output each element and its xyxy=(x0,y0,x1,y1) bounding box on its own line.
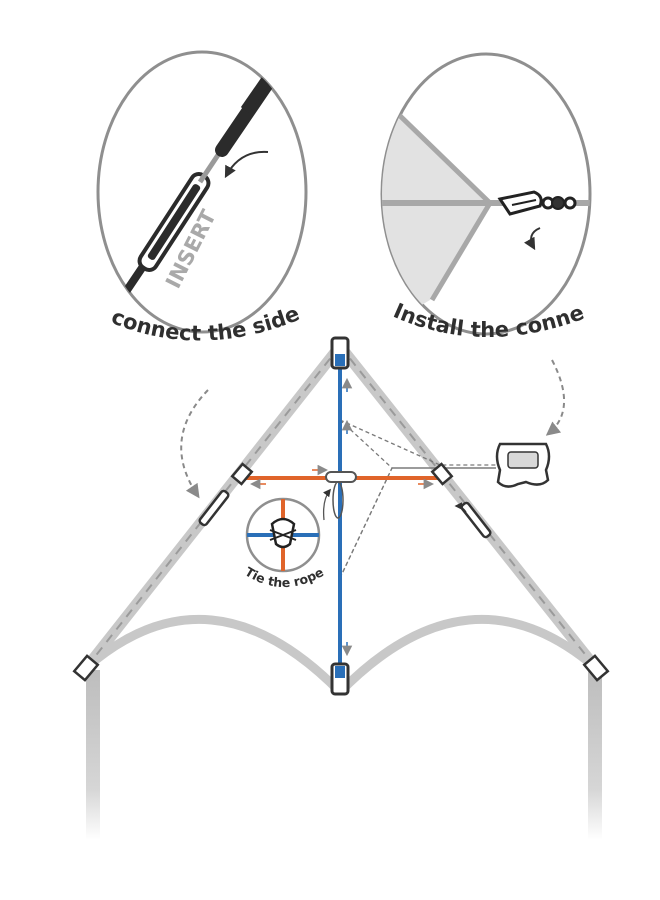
connector-callout xyxy=(380,52,592,336)
arrow-icon xyxy=(524,227,541,251)
kite-frame xyxy=(72,336,610,840)
arrow-icon xyxy=(322,488,331,521)
arrow-icon xyxy=(454,502,467,513)
arrow-icon xyxy=(180,389,209,499)
rod-joint-right xyxy=(460,501,492,539)
wingtip-cap-right xyxy=(582,654,610,682)
right-tail xyxy=(588,670,602,840)
connector-swivel-icon xyxy=(497,190,577,216)
spreader-connector-left xyxy=(230,462,254,486)
wingtip-cap-left xyxy=(72,654,100,682)
tie-rope-callout xyxy=(245,497,321,573)
side-rods-callout: INSERT xyxy=(96,50,308,334)
arrow-icon xyxy=(545,359,565,436)
knot-icon xyxy=(269,517,297,549)
rod-joint-left xyxy=(198,489,230,527)
left-tail xyxy=(86,670,100,840)
line-winder-icon xyxy=(495,442,551,488)
spreader-connector-right xyxy=(430,462,454,486)
arrow-icon xyxy=(224,150,269,179)
